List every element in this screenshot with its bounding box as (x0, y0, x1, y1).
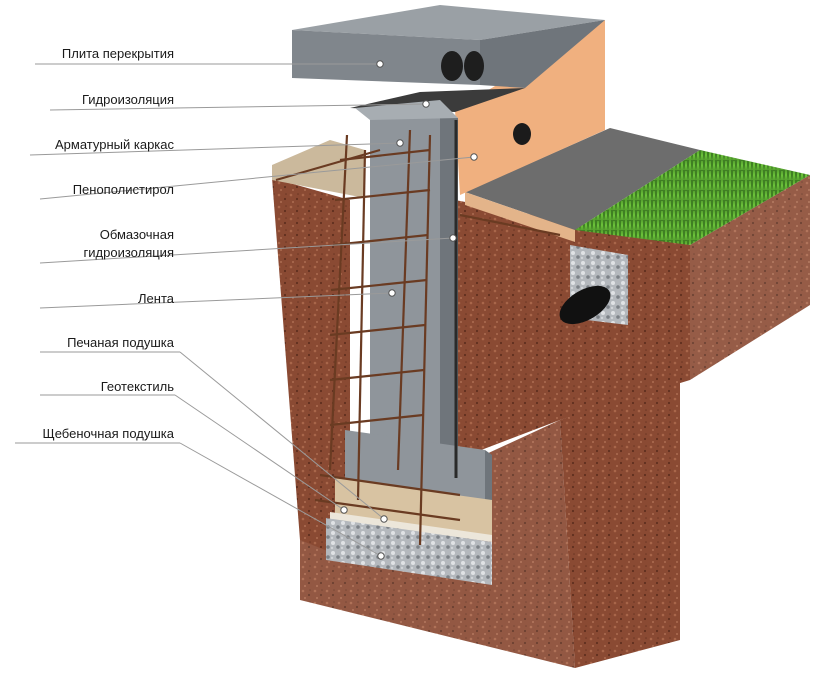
slab-front (292, 30, 480, 85)
leader-rebar (29, 142, 401, 156)
label-strip: Лента (138, 291, 174, 306)
label-foam: Пенополистирол (72, 182, 174, 197)
dot-slab (376, 60, 384, 68)
slab-top (292, 5, 605, 40)
sand-top-layer (272, 140, 365, 198)
label-geotextile: Геотекстиль (100, 379, 174, 394)
label-waterproofing: Гидроизоляция (81, 92, 174, 107)
leader-foam (39, 156, 475, 200)
foam-pipe-hole (513, 123, 531, 145)
slab-hole-1 (441, 51, 463, 81)
leader-gravel-2 (179, 442, 382, 557)
floor-slab (292, 5, 605, 88)
label-sand: Печаная подушка (67, 335, 174, 350)
dot-sand (380, 515, 388, 523)
slab-hole-2 (464, 51, 484, 81)
blind-area-edge (465, 192, 575, 242)
label-coating-line2: гидроизоляция (83, 245, 174, 260)
sand-cushion (335, 478, 492, 540)
leader-coating (39, 237, 454, 264)
gravel-cushion (326, 518, 492, 585)
slab-side (480, 20, 605, 88)
strip-side (440, 112, 458, 478)
dot-waterproofing (422, 100, 430, 108)
leader-geotextile-2 (174, 394, 345, 511)
dot-gravel (377, 552, 385, 560)
blind-area (465, 128, 700, 230)
soil-right-face (455, 200, 690, 460)
dot-foam (470, 153, 478, 161)
rebar-cage (275, 129, 561, 546)
leader-dots (340, 60, 478, 560)
dot-coating (449, 234, 457, 242)
dot-strip (388, 289, 396, 297)
leader-sand-2 (179, 351, 385, 520)
dot-geotextile (340, 506, 348, 514)
strip-top (355, 100, 458, 120)
label-coating-line1: Обмазочная (99, 227, 174, 242)
dot-rebar (396, 139, 404, 147)
soil-lower-front (560, 380, 680, 668)
leader-waterproofing (49, 103, 427, 111)
drain-pipe (559, 285, 611, 325)
label-slab: Плита перекрытия (61, 46, 174, 61)
leader-lines (15, 63, 475, 557)
grass-top (575, 150, 810, 245)
label-gravel: Щебеночная подушка (42, 426, 174, 441)
label-rebar: Арматурный каркас (55, 137, 174, 152)
leader-strip (39, 292, 393, 309)
geotextile (330, 512, 492, 542)
soil-far-right (690, 175, 810, 380)
foam-insulation (455, 20, 605, 195)
